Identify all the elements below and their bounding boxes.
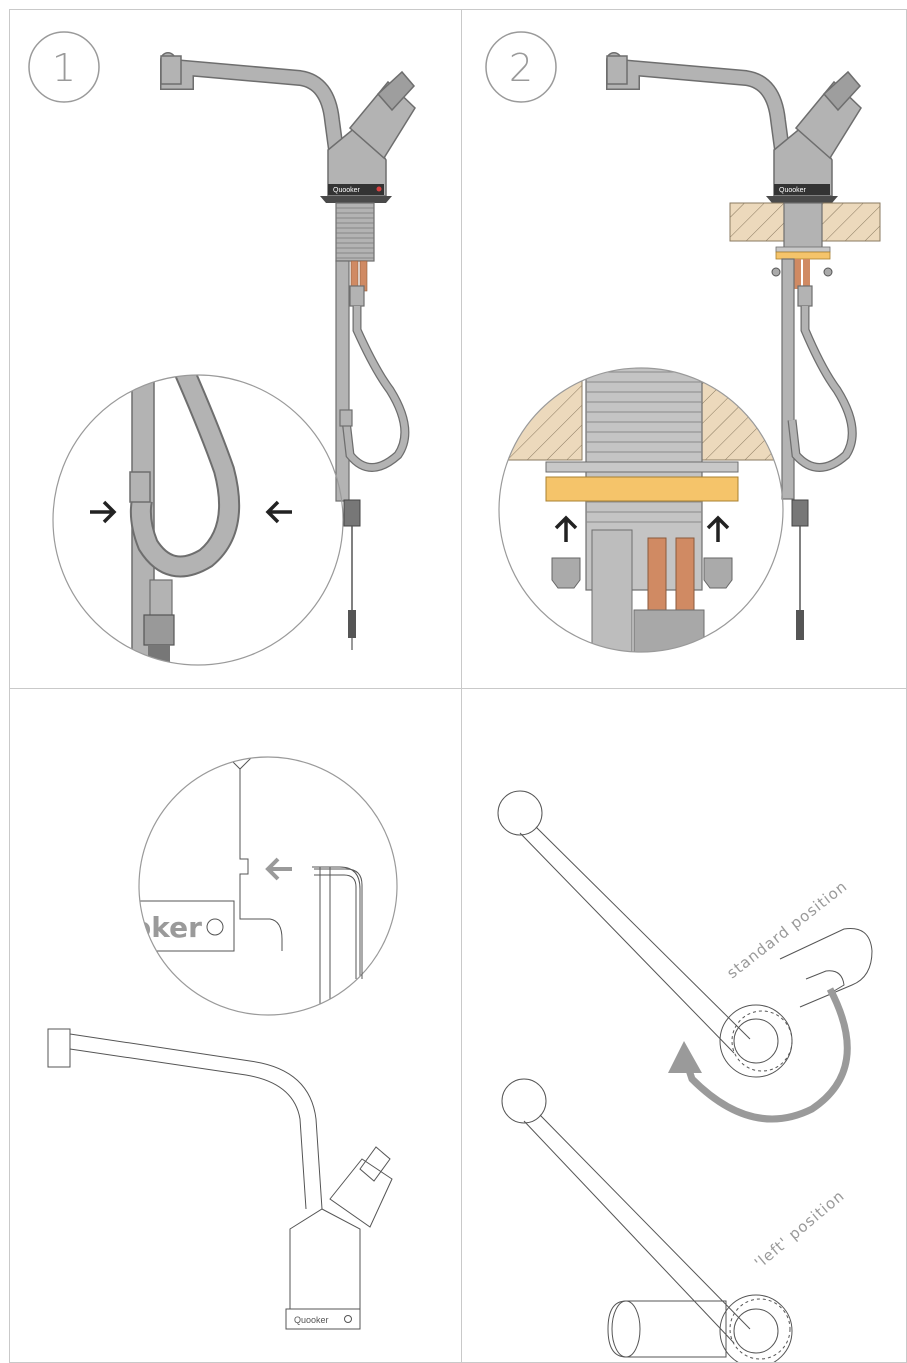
threaded-shank <box>783 202 823 256</box>
arrow-left-icon <box>265 500 292 524</box>
step-3-panel: oker Quooker <box>9 688 462 1363</box>
tap-logo-plate <box>328 184 384 195</box>
flexible-hose <box>342 306 409 471</box>
hose-nut <box>349 285 365 307</box>
rotate-arrow-icon <box>668 987 851 1123</box>
arrow-left-icon <box>265 857 292 881</box>
step-4-panel: standard position 'left' position <box>461 688 907 1363</box>
standard-position-view <box>497 790 873 1078</box>
washer <box>545 476 739 502</box>
step-3-illustration: oker Quooker <box>47 756 398 1330</box>
arrow-up-icon <box>554 515 578 542</box>
detail-zoom-circle <box>52 374 344 666</box>
tap-spout <box>160 52 344 158</box>
step-2-illustration: 2 Quooker <box>485 31 881 653</box>
flexible-hose <box>788 306 856 471</box>
allen-key-icon <box>314 868 363 979</box>
tap-line-drawing <box>47 1028 393 1330</box>
tap-logo: Quooker <box>779 187 807 194</box>
step-number: 1 <box>52 46 76 90</box>
tap-body: Quooker <box>766 70 862 203</box>
step-1-illustration: 1 Quooker <box>28 31 416 666</box>
tap-rod <box>335 260 350 502</box>
tap-spout <box>606 52 790 158</box>
arrow-right-icon <box>90 500 117 524</box>
detail-zoom-circle: oker <box>138 756 398 1016</box>
tap-logo: Quooker <box>333 187 361 194</box>
detail-zoom-circle <box>498 367 784 653</box>
step-4-illustration: standard position 'left' position <box>497 790 873 1362</box>
arrow-up-icon <box>706 515 730 542</box>
step-2-panel: 2 Quooker <box>461 9 907 689</box>
standard-position-label: standard position <box>723 877 850 982</box>
left-position-view <box>501 1078 793 1362</box>
step-number-badge <box>485 31 557 103</box>
tap-logo: Quooker <box>294 1315 329 1325</box>
step-1-panel: 1 Quooker <box>9 9 462 689</box>
left-position-label: 'left' position <box>751 1186 848 1272</box>
threaded-shank <box>335 202 375 262</box>
step-number-badge <box>28 31 100 103</box>
step-number: 2 <box>509 46 533 90</box>
tap-body: Quooker <box>320 70 416 203</box>
washer <box>775 251 831 260</box>
